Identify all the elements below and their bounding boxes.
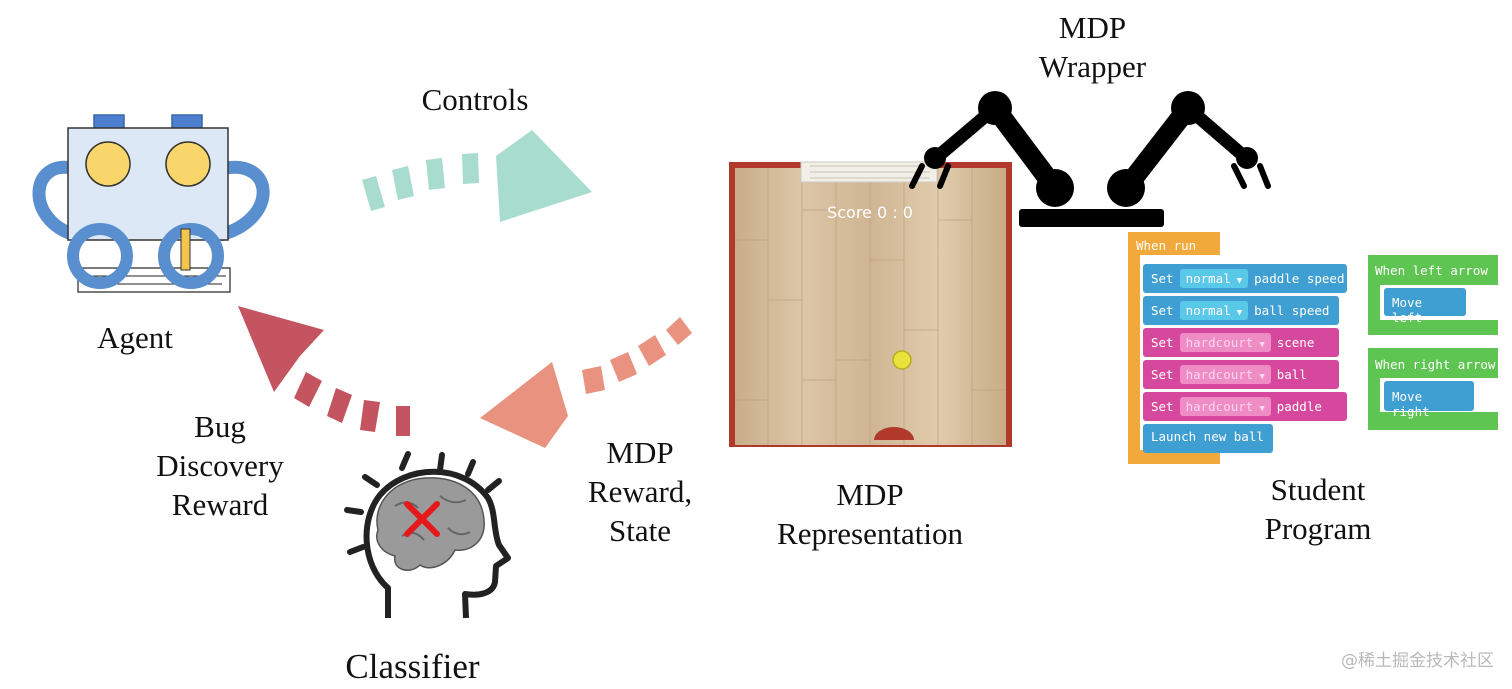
watermark: @稀土掘金技术社区 [1341, 651, 1494, 671]
robotic-arm-icon [909, 91, 1271, 227]
reward-arrow [238, 306, 410, 436]
program-block-row[interactable]: Set hardcourt ▼ paddle [1143, 392, 1347, 421]
controls-label: Controls [421, 82, 529, 117]
program-block-row[interactable]: Launch new ball [1143, 424, 1273, 453]
block-option-value: hardcourt [1185, 399, 1254, 414]
game-court [729, 161, 1012, 447]
caret-down-icon: ▼ [1259, 404, 1265, 414]
when-left-arrow-header: When left arrow [1375, 263, 1488, 278]
caret-down-icon: ▼ [1236, 276, 1243, 286]
block-option-dropdown[interactable]: normal ▼ [1179, 269, 1249, 288]
block-keyword: Set [1151, 335, 1174, 350]
mdp-wrapper-label: MDP Wrapper [1038, 10, 1147, 84]
block-option-value: hardcourt [1185, 335, 1254, 350]
caret-down-icon: ▼ [1259, 372, 1265, 382]
caret-down-icon: ▼ [1259, 340, 1265, 350]
caret-down-icon: ▼ [1236, 308, 1243, 318]
student-program-label: Student Program [1264, 472, 1372, 546]
classifier-label: Classifier [345, 647, 480, 686]
program-block-row[interactable]: Set normal ▼ ball speed [1143, 296, 1339, 325]
program-block-row[interactable]: Set normal ▼ paddle speed [1143, 264, 1347, 293]
block-option-value: hardcourt [1185, 367, 1254, 382]
block-option-dropdown[interactable]: hardcourt ▼ [1179, 397, 1271, 416]
score-text: Score 0 : 0 [827, 203, 913, 222]
block-option-value: normal [1185, 303, 1231, 318]
block-target: paddle [1276, 399, 1322, 414]
mdp-reward-state-label: MDP Reward, State [587, 435, 693, 548]
classifier-head-icon [344, 451, 511, 619]
mdp-representation-label: MDP Representation [777, 477, 963, 551]
mdp-state-arrow [480, 317, 692, 448]
bug-discovery-reward-label: Bug Discovery Reward [156, 409, 284, 522]
program-block-row[interactable]: Set hardcourt ▼ ball [1143, 360, 1339, 389]
block-target: ball speed [1254, 303, 1330, 318]
block-keyword: Set [1151, 303, 1174, 318]
controls-arrow [362, 130, 592, 222]
block-target: paddle speed [1254, 271, 1345, 286]
block-option-value: normal [1185, 271, 1231, 286]
block-keyword: Launch new ball [1151, 429, 1264, 444]
block-keyword: Set [1151, 399, 1174, 414]
block-option-dropdown[interactable]: hardcourt ▼ [1179, 365, 1271, 384]
when-run-header: When run [1136, 238, 1197, 253]
block-target: scene [1276, 335, 1315, 350]
block-option-dropdown[interactable]: hardcourt ▼ [1179, 333, 1271, 352]
block-option-dropdown[interactable]: normal ▼ [1179, 301, 1249, 320]
agent-label: Agent [97, 320, 173, 355]
program-block-row[interactable]: Set hardcourt ▼ scene [1143, 328, 1339, 357]
move-left-block[interactable]: Move left [1384, 288, 1466, 325]
block-target: ball [1276, 367, 1307, 382]
when-right-arrow-header: When right arrow [1375, 357, 1496, 372]
agent-robot-icon [32, 114, 270, 293]
move-right-block[interactable]: Move right [1384, 381, 1474, 419]
block-keyword: Set [1151, 367, 1174, 382]
block-keyword: Set [1151, 271, 1174, 286]
